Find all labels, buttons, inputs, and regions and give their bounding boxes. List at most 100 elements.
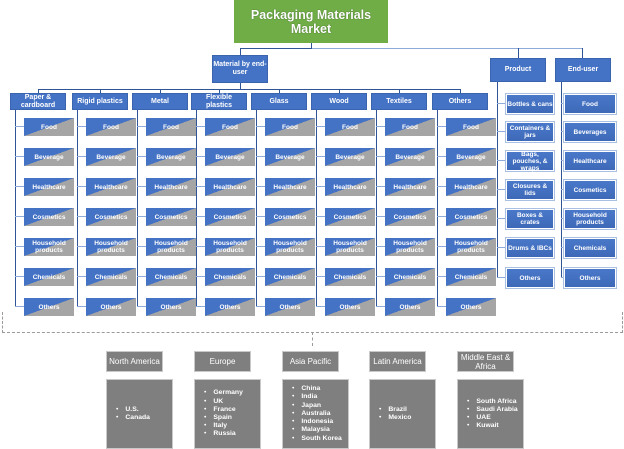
- connector: [15, 276, 24, 277]
- connector: [160, 89, 161, 93]
- material-end-use-label: Cosmetics: [154, 213, 188, 221]
- region-country-list: BrazilMexico: [369, 379, 436, 449]
- material-end-use-node: Food: [205, 118, 255, 136]
- connector: [316, 276, 325, 277]
- end-user-item-label: Cosmetics: [573, 186, 607, 194]
- country-item: Kuwait: [467, 422, 523, 430]
- product-item-label: Boxes & crates: [516, 212, 543, 226]
- connector: [15, 216, 24, 217]
- region-header: Middle East & Africa: [457, 351, 514, 372]
- material-end-use-label: Beverage: [335, 153, 365, 161]
- connector: [196, 110, 197, 306]
- region-connector: [312, 332, 313, 346]
- connector: [256, 276, 265, 277]
- connector: [376, 306, 385, 307]
- connector: [137, 276, 146, 277]
- country-item: South Korea: [292, 435, 348, 443]
- material-end-use-node: Food: [24, 118, 74, 136]
- material-category-label: Glass: [269, 97, 289, 105]
- material-end-use-label: Food: [222, 123, 238, 131]
- material-end-use-node: Cosmetics: [146, 208, 196, 226]
- connector: [38, 89, 461, 90]
- material-end-use-label: Chemicals: [94, 273, 128, 281]
- material-end-use-label: Chemicals: [32, 273, 66, 281]
- connector: [77, 276, 86, 277]
- material-end-use-node: Chemicals: [86, 268, 136, 286]
- connector: [376, 246, 385, 247]
- country-list: BrazilMexico: [379, 406, 435, 422]
- connector: [279, 89, 280, 93]
- material-end-use-node: Beverage: [86, 148, 136, 166]
- material-end-use-node: Household products: [205, 238, 255, 256]
- country-item: UK: [204, 398, 260, 406]
- material-end-use-node: Healthcare: [265, 178, 315, 196]
- connector: [376, 156, 385, 157]
- product-segment-label: Product: [504, 66, 532, 73]
- connector: [376, 126, 385, 127]
- connector: [316, 246, 325, 247]
- material-end-use-node: Food: [325, 118, 375, 136]
- connector: [316, 126, 325, 127]
- connector: [77, 216, 86, 217]
- connector: [497, 103, 506, 104]
- connector: [497, 131, 506, 132]
- material-end-use-node: Household products: [24, 238, 74, 256]
- region-name: Asia Pacific: [289, 357, 332, 366]
- country-item: Italy: [204, 422, 260, 430]
- product-item-label: Bags, pouches, & wraps: [512, 150, 548, 172]
- material-end-use-label: Chemicals: [213, 273, 247, 281]
- material-end-use-node: Cosmetics: [86, 208, 136, 226]
- connector: [15, 306, 24, 307]
- region-header: Europe: [194, 351, 251, 372]
- connector: [312, 48, 582, 49]
- connector: [256, 306, 265, 307]
- connector: [497, 218, 506, 219]
- end-user-item-node: Food: [564, 94, 616, 114]
- connector: [137, 186, 146, 187]
- connector: [460, 89, 461, 93]
- material-end-use-node: Household products: [446, 238, 496, 256]
- connector: [256, 110, 257, 306]
- material-end-use-label: Beverage: [275, 153, 305, 161]
- connector: [316, 110, 317, 306]
- material-end-use-label: Beverage: [395, 153, 425, 161]
- connector: [196, 246, 205, 247]
- end-user-item-label: Food: [582, 100, 598, 108]
- country-item: Indonesia: [292, 418, 348, 426]
- country-list: South AfricaSaudi ArabiaUAEKuwait: [467, 398, 523, 431]
- region-country-list: ChinaIndiaJapanAustraliaIndonesiaMalaysi…: [282, 379, 349, 449]
- material-end-use-node: Beverage: [205, 148, 255, 166]
- material-end-use-node: Others: [205, 298, 255, 316]
- material-end-use-label: Household products: [393, 240, 427, 254]
- connector: [437, 276, 446, 277]
- material-end-use-node: Healthcare: [385, 178, 435, 196]
- connector: [196, 276, 205, 277]
- connector: [376, 110, 377, 306]
- material-end-use-node: Food: [446, 118, 496, 136]
- connector: [256, 126, 265, 127]
- end-user-segment-label: End-user: [567, 66, 599, 73]
- material-category-node: Flexible plastics: [191, 93, 247, 110]
- country-item: China: [292, 385, 348, 393]
- material-end-use-node: Others: [446, 298, 496, 316]
- region-country-list: U.S.Canada: [106, 379, 173, 449]
- material-end-use-label: Beverage: [156, 153, 186, 161]
- region-name: Middle East & Africa: [460, 352, 511, 371]
- material-end-use-node: Chemicals: [385, 268, 435, 286]
- material-end-use-node: Household products: [325, 238, 375, 256]
- material-end-use-node: Beverage: [325, 148, 375, 166]
- material-end-use-label: Beverage: [215, 153, 245, 161]
- product-segment-node: Product: [490, 58, 546, 82]
- material-end-use-label: Household products: [32, 240, 66, 254]
- connector: [137, 126, 146, 127]
- connector: [137, 156, 146, 157]
- material-end-use-node: Others: [385, 298, 435, 316]
- country-item: France: [204, 406, 260, 414]
- end-user-segment-node: End-user: [555, 58, 611, 82]
- connector: [196, 306, 205, 307]
- connector: [256, 186, 265, 187]
- material-category-label: Textiles: [386, 97, 412, 105]
- material-end-use-label: Beverage: [96, 153, 126, 161]
- material-end-use-label: Cosmetics: [454, 213, 488, 221]
- material-end-use-label: Cosmetics: [94, 213, 128, 221]
